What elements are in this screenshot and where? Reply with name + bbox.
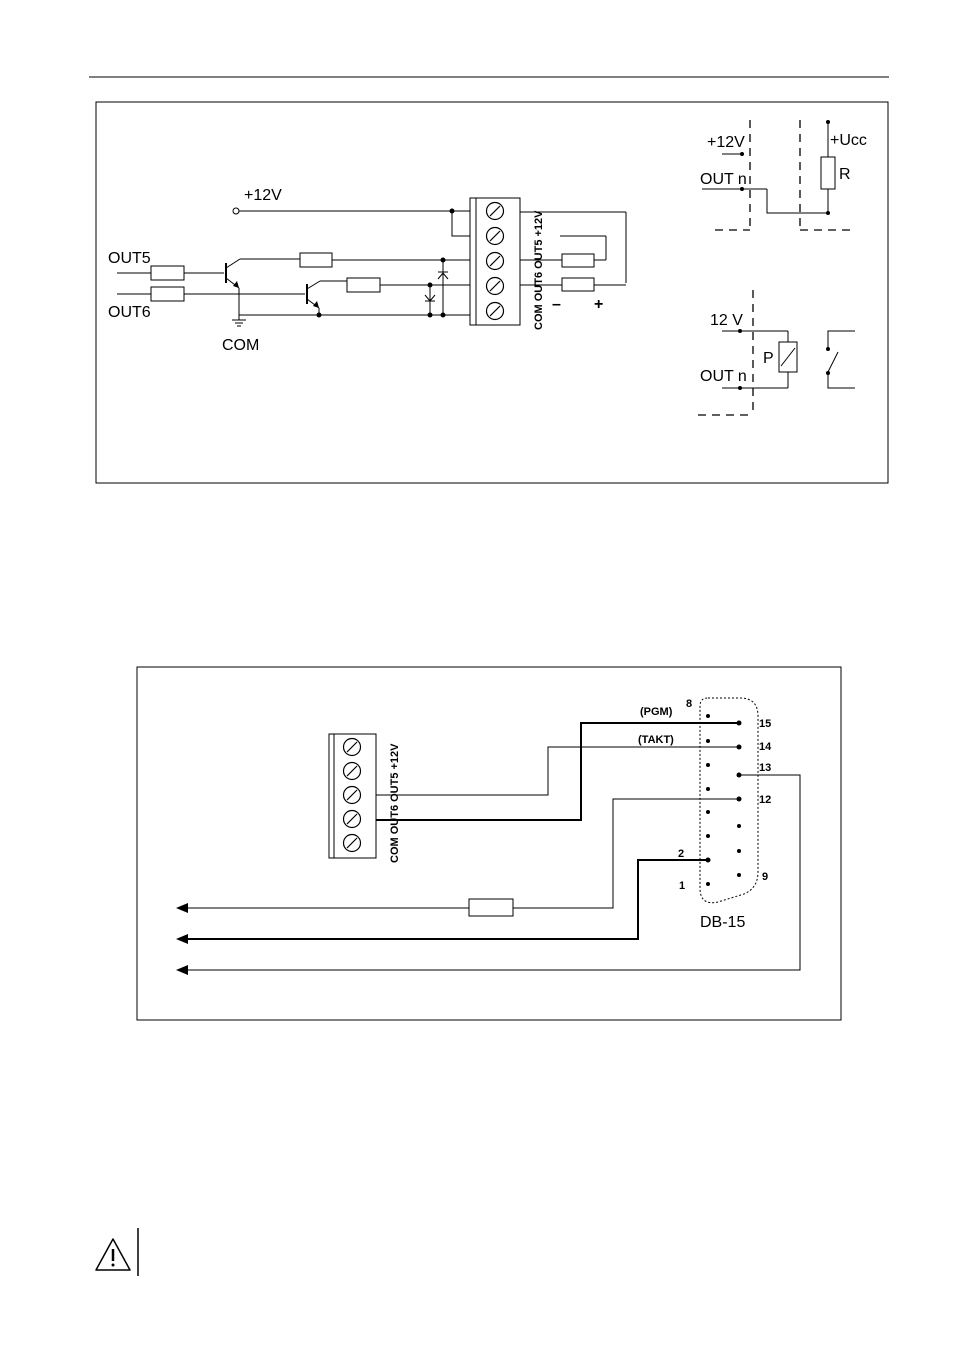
wire-out6-pin15 (376, 722, 739, 821)
db15-label: DB-15 (700, 914, 745, 931)
ucc-label: +Ucc (830, 132, 867, 149)
pgm-label: (PGM) (640, 706, 673, 718)
relay-contact (826, 330, 855, 389)
load-resistor-out5 (561, 253, 595, 268)
diagram2-frame (136, 666, 842, 1021)
terminal-block-2 (328, 733, 377, 859)
pin14-label: 14 (759, 741, 772, 753)
pin9-label: 9 (762, 871, 768, 883)
terminal-labels-2: COM OUT6 OUT5 +12V (389, 743, 401, 863)
pin1-label: 1 (679, 880, 685, 892)
wire-pin2 (184, 859, 708, 940)
pullup-resistor (820, 156, 836, 190)
arrow-2 (176, 934, 188, 944)
pin8-label: 8 (686, 698, 692, 710)
out5-base-resistor (150, 265, 185, 281)
arrow-1 (176, 903, 188, 913)
out6-base-resistor (150, 286, 185, 302)
pin15-label: 15 (759, 718, 771, 730)
series-resistor (468, 898, 514, 917)
terminal-block (469, 197, 521, 326)
takt-label: (TAKT) (638, 734, 674, 746)
supply-label: +12V (244, 187, 282, 204)
db15-wiring-diagram: COM OUT6 OUT5 +12V 8 15 14 13 12 2 1 9 D… (136, 666, 842, 1021)
wire-out5-pin14 (376, 746, 739, 796)
out5-collector-resistor (299, 252, 333, 268)
db15-connector (699, 697, 759, 904)
wire-pin13 (184, 774, 801, 971)
output-wiring-diagram: +12V OUT5 OUT6 (95, 101, 889, 484)
load-resistor-out6 (561, 277, 595, 292)
minus-label: – (552, 296, 561, 313)
diagram1-frame (95, 101, 889, 484)
warning-triangle-icon (95, 1238, 131, 1271)
pullup-inset: +12V OUT n +Ucc R (700, 120, 867, 231)
pin13-label: 13 (759, 762, 771, 774)
relay-supply-label: 12 V (710, 312, 743, 329)
com-label: COM (222, 337, 259, 354)
pin12-label: 12 (759, 794, 771, 806)
out6-collector-resistor (346, 277, 381, 293)
out5-transistor (225, 258, 300, 318)
out6-transistor (306, 280, 347, 315)
pin2-label: 2 (678, 848, 684, 860)
relay-out-label: OUT n (700, 368, 747, 385)
pullup-supply-label: +12V (707, 134, 745, 151)
arrow-3 (176, 965, 188, 975)
wire-pin12-right (513, 798, 739, 909)
protection-diodes (424, 260, 449, 315)
plus-label: + (594, 296, 603, 313)
pullup-out-label: OUT n (700, 171, 747, 188)
relay-p-label: P (763, 350, 774, 367)
supply-terminal (232, 207, 240, 215)
relay-inset: 12 V P OUT n (698, 290, 855, 416)
out5-label: OUT5 (108, 250, 151, 267)
resistor-r-label: R (839, 166, 851, 183)
out6-label: OUT6 (108, 304, 151, 321)
terminal-labels: COM OUT6 OUT5 +12V (533, 210, 545, 330)
